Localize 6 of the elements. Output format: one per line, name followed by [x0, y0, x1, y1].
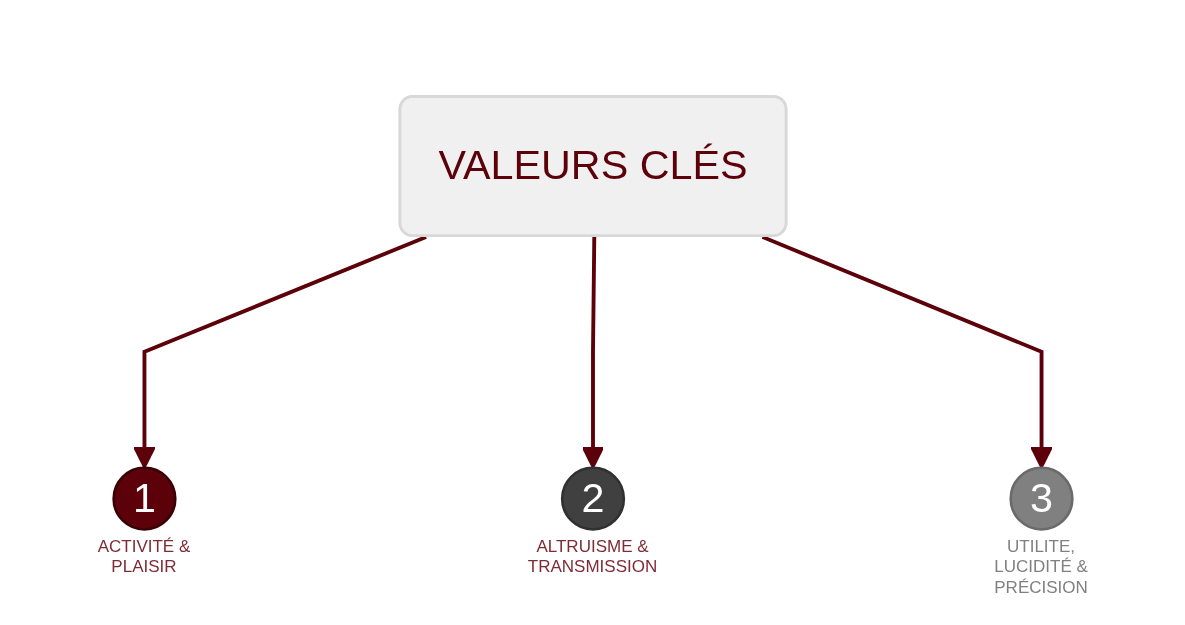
node-caption: ACTIVITÉ & PLAISIR	[96, 537, 192, 578]
node-caption: ALTRUISME & TRANSMISSION	[526, 537, 659, 578]
node-caption: UTILITE, LUCIDITÉ & PRÉCISION	[993, 537, 1089, 599]
node-circle: 3	[1008, 466, 1074, 531]
node-circle: 1	[111, 466, 177, 531]
node-circle: 2	[560, 466, 625, 531]
